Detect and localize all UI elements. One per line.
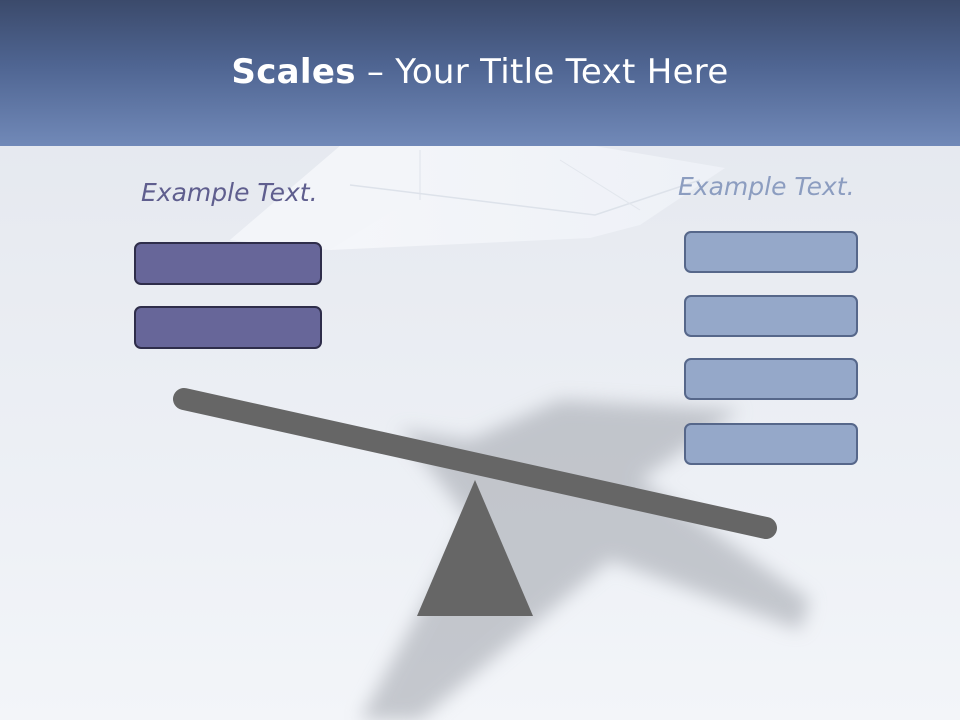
left-text-box[interactable]	[134, 242, 322, 285]
seesaw-fulcrum	[417, 480, 533, 616]
title-bold-text: Scales	[231, 52, 356, 92]
right-text-box[interactable]	[684, 423, 858, 465]
right-label: Example Text.	[678, 172, 855, 201]
left-text-box[interactable]	[134, 306, 322, 349]
right-text-box[interactable]	[684, 358, 858, 400]
seesaw-beam	[173, 388, 777, 539]
right-text-box[interactable]	[684, 231, 858, 273]
title-bar: Scales – Your Title Text Here	[0, 0, 960, 146]
slide-title: Scales – Your Title Text Here	[231, 52, 728, 92]
title-rest-text: – Your Title Text Here	[355, 52, 729, 92]
left-label: Example Text.	[141, 178, 318, 207]
right-text-box[interactable]	[684, 295, 858, 337]
